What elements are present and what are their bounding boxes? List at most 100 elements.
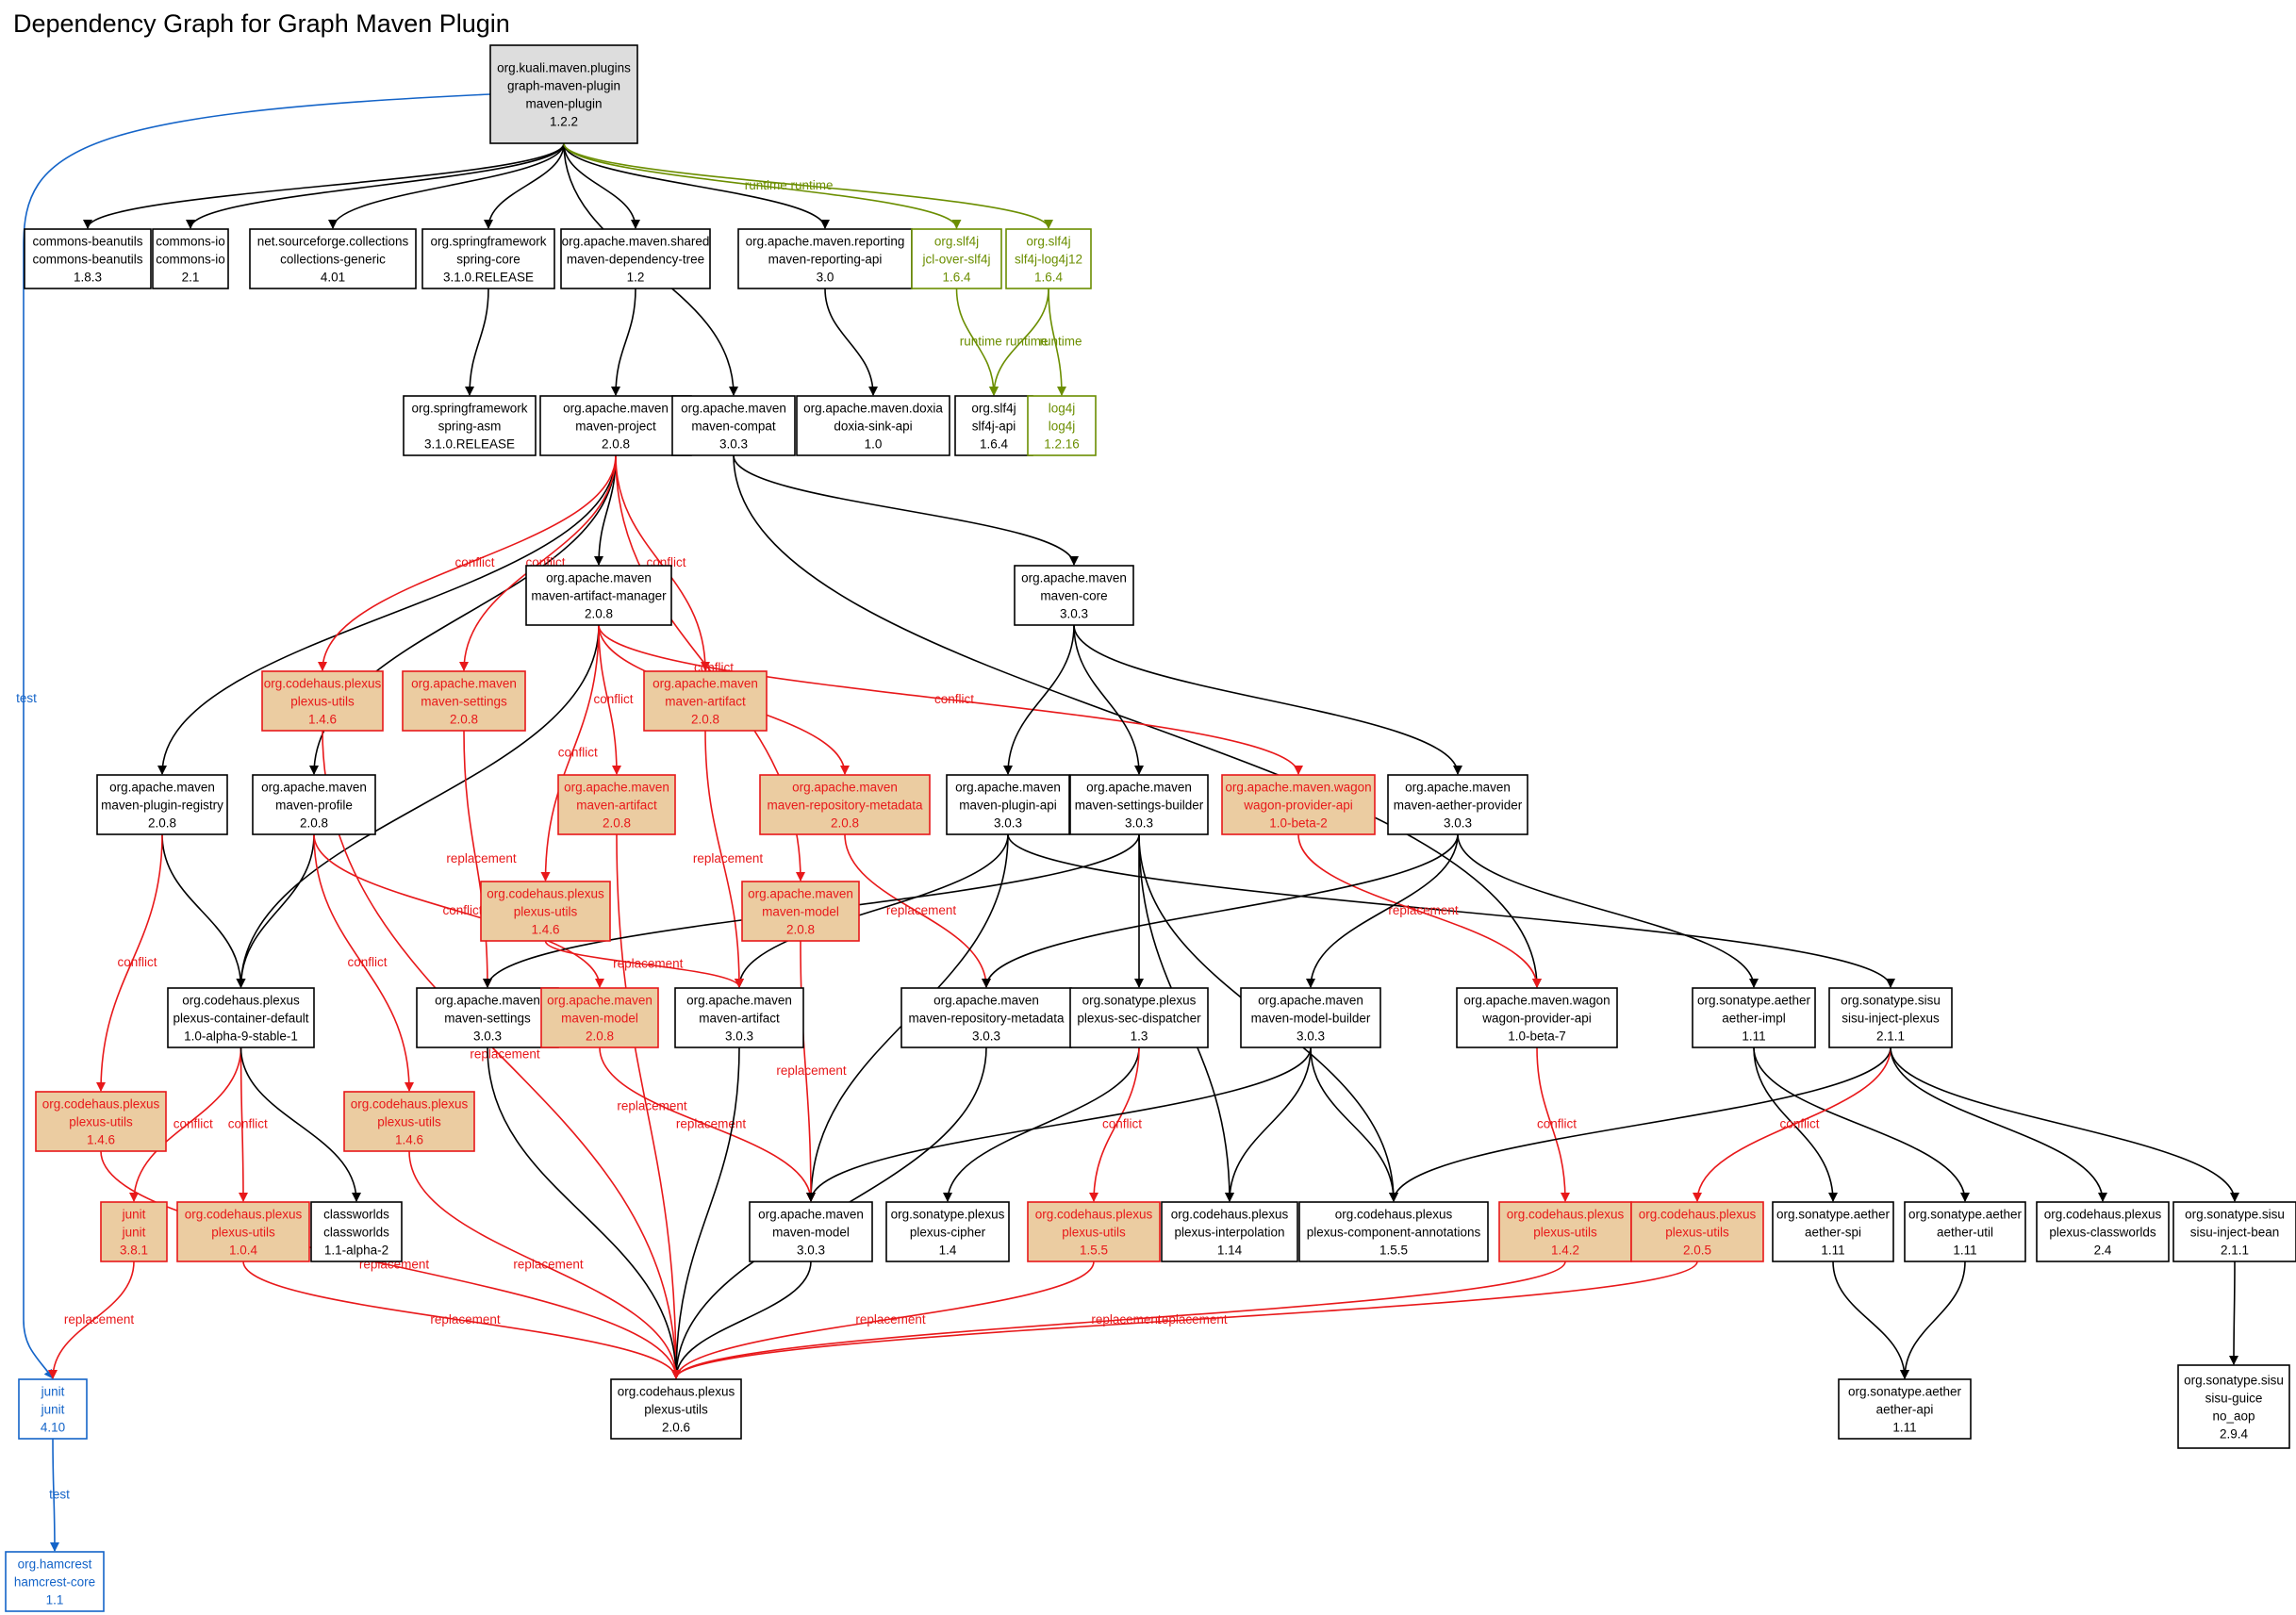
node-label-line: sisu-inject-bean: [2190, 1226, 2280, 1240]
node-reportingapi[interactable]: org.apache.maven.reportingmaven-reportin…: [737, 228, 913, 289]
edge-artifact208a-artifact303: [704, 730, 744, 988]
node-label-line: maven-core: [1040, 589, 1107, 603]
edge-label-replacement: replacement: [1388, 903, 1459, 917]
node-label-line: 3.0.3: [972, 1030, 1000, 1044]
node-artmgr[interactable]: org.apache.mavenmaven-artifact-manager2.…: [525, 565, 672, 626]
node-root[interactable]: org.kuali.maven.pluginsgraph-maven-plugi…: [489, 44, 638, 144]
node-label-line: plexus-cipher: [910, 1226, 986, 1240]
node-pluginreg[interactable]: org.apache.mavenmaven-plugin-registry2.0…: [96, 774, 228, 835]
node-label-line: org.apache.maven: [955, 781, 1061, 795]
node-wagonbeta2[interactable]: org.apache.maven.wagonwagon-provider-api…: [1221, 774, 1376, 835]
edge-root-junit410: [23, 93, 491, 1379]
nodes-layer: org.kuali.maven.pluginsgraph-maven-plugi…: [5, 44, 2296, 1612]
node-label-line: org.sonatype.aether: [1776, 1208, 1891, 1222]
node-box: [525, 565, 672, 626]
edge-aetherprovider-repometa303: [982, 833, 1459, 988]
node-aetherprovider[interactable]: org.apache.mavenmaven-aether-provider3.0…: [1387, 774, 1528, 835]
edge-label-runtime: runtime: [960, 335, 1002, 349]
node-box: [176, 1201, 310, 1262]
edge-artmgr-wagonbeta2: [598, 624, 1303, 775]
node-label-line: aether-spi: [1805, 1226, 1861, 1240]
edge-profile-model208b: [313, 833, 604, 988]
node-collections[interactable]: net.sourceforge.collectionscollections-g…: [249, 228, 417, 289]
edge-mavenproject-pu146a: [318, 454, 617, 671]
node-label-line: org.apache.maven: [1021, 571, 1127, 585]
node-label-line: org.springframework: [430, 235, 546, 249]
edge-sisuplexus-sisubean: [1890, 1046, 2239, 1202]
node-interpolation[interactable]: org.codehaus.plexusplexus-interpolation1…: [1161, 1201, 1298, 1262]
node-label-line: org.codehaus.plexus: [264, 677, 382, 691]
node-label-line: 1.11: [1892, 1421, 1916, 1435]
node-containerdefault[interactable]: org.codehaus.plexusplexus-container-defa…: [167, 987, 315, 1048]
node-box: [1498, 1201, 1632, 1262]
node-box: [557, 774, 676, 835]
node-settingsbuilder[interactable]: org.apache.mavenmaven-settings-builder3.…: [1069, 774, 1209, 835]
node-label-line: spring-asm: [438, 420, 502, 434]
edge-sisubean-sisuguice: [2229, 1261, 2239, 1365]
node-label-line: 3.0.3: [797, 1244, 825, 1258]
node-wagonbeta7[interactable]: org.apache.maven.wagonwagon-provider-api…: [1456, 987, 1618, 1048]
node-label-line: org.apache.maven: [933, 994, 1039, 1008]
edge-wagonbeta2-wagonbeta7: [1297, 833, 1542, 988]
node-annotations[interactable]: org.codehaus.plexusplexus-component-anno…: [1298, 1201, 1489, 1262]
node-springasm[interactable]: org.springframeworkspring-asm3.1.0.RELEA…: [403, 395, 537, 456]
node-repometa208[interactable]: org.apache.mavenmaven-repository-metadat…: [759, 774, 931, 835]
node-label-line: 3.0.3: [1444, 816, 1472, 831]
edge-label-conflict: conflict: [347, 955, 387, 969]
node-repometa303[interactable]: org.apache.mavenmaven-repository-metadat…: [900, 987, 1072, 1048]
node-label-line: junit: [41, 1403, 65, 1417]
node-deptree[interactable]: org.apache.maven.sharedmaven-dependency-…: [560, 228, 711, 289]
node-secdispatcher[interactable]: org.sonatype.plexusplexus-sec-dispatcher…: [1069, 987, 1209, 1048]
node-label-line: plexus-utils: [211, 1226, 275, 1240]
node-label-line: sisu-inject-plexus: [1842, 1012, 1940, 1026]
node-springcore[interactable]: org.springframeworkspring-core3.1.0.RELE…: [421, 228, 555, 289]
node-label-line: 3.1.0.RELEASE: [424, 437, 515, 452]
node-box: [885, 1201, 1010, 1262]
node-label-line: junit: [41, 1385, 65, 1399]
edge-label-conflict: conflict: [593, 692, 633, 706]
